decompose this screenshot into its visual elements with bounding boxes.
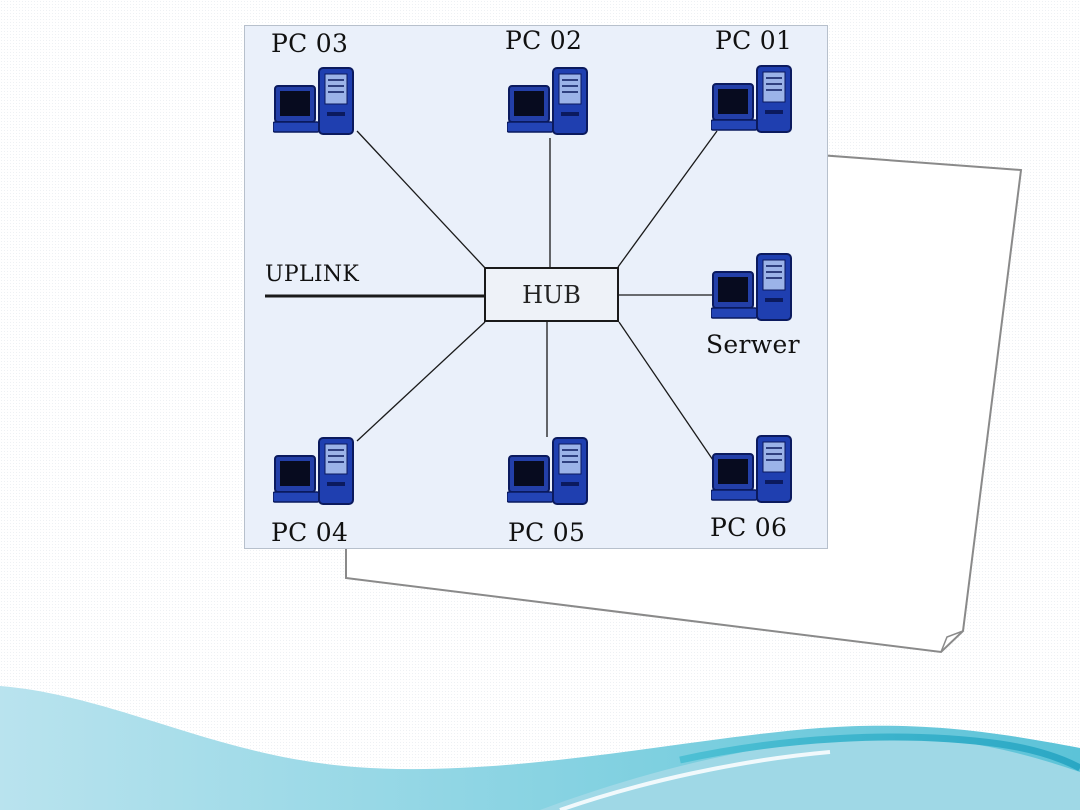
pc06-computer-icon	[710, 432, 803, 512]
link-pc01	[617, 130, 718, 268]
pc05-label: PC 05	[508, 518, 586, 547]
connection-lines	[265, 130, 718, 464]
pc03-label: PC 03	[271, 29, 349, 58]
pc05-computer-icon	[506, 434, 599, 514]
pc04-label: PC 04	[271, 518, 349, 547]
pc03-computer-icon	[272, 64, 365, 144]
link-pc04	[356, 321, 486, 442]
hub-box: HUB	[484, 267, 619, 322]
star-topology-diagram: HUB UPLINK PC 03 PC 02 PC 01 Serwer PC 0…	[244, 25, 828, 549]
link-pc06	[618, 321, 716, 464]
hub-label: HUB	[522, 280, 581, 309]
server-computer-icon	[710, 250, 803, 330]
pc01-computer-icon	[710, 62, 803, 142]
pc06-label: PC 06	[710, 513, 788, 542]
link-pc03	[356, 130, 487, 270]
server-label: Serwer	[706, 330, 800, 359]
pc02-computer-icon	[506, 64, 599, 144]
uplink-label: UPLINK	[265, 262, 360, 287]
pc04-computer-icon	[272, 434, 365, 514]
pc01-label: PC 01	[715, 26, 793, 55]
pc02-label: PC 02	[505, 26, 583, 55]
